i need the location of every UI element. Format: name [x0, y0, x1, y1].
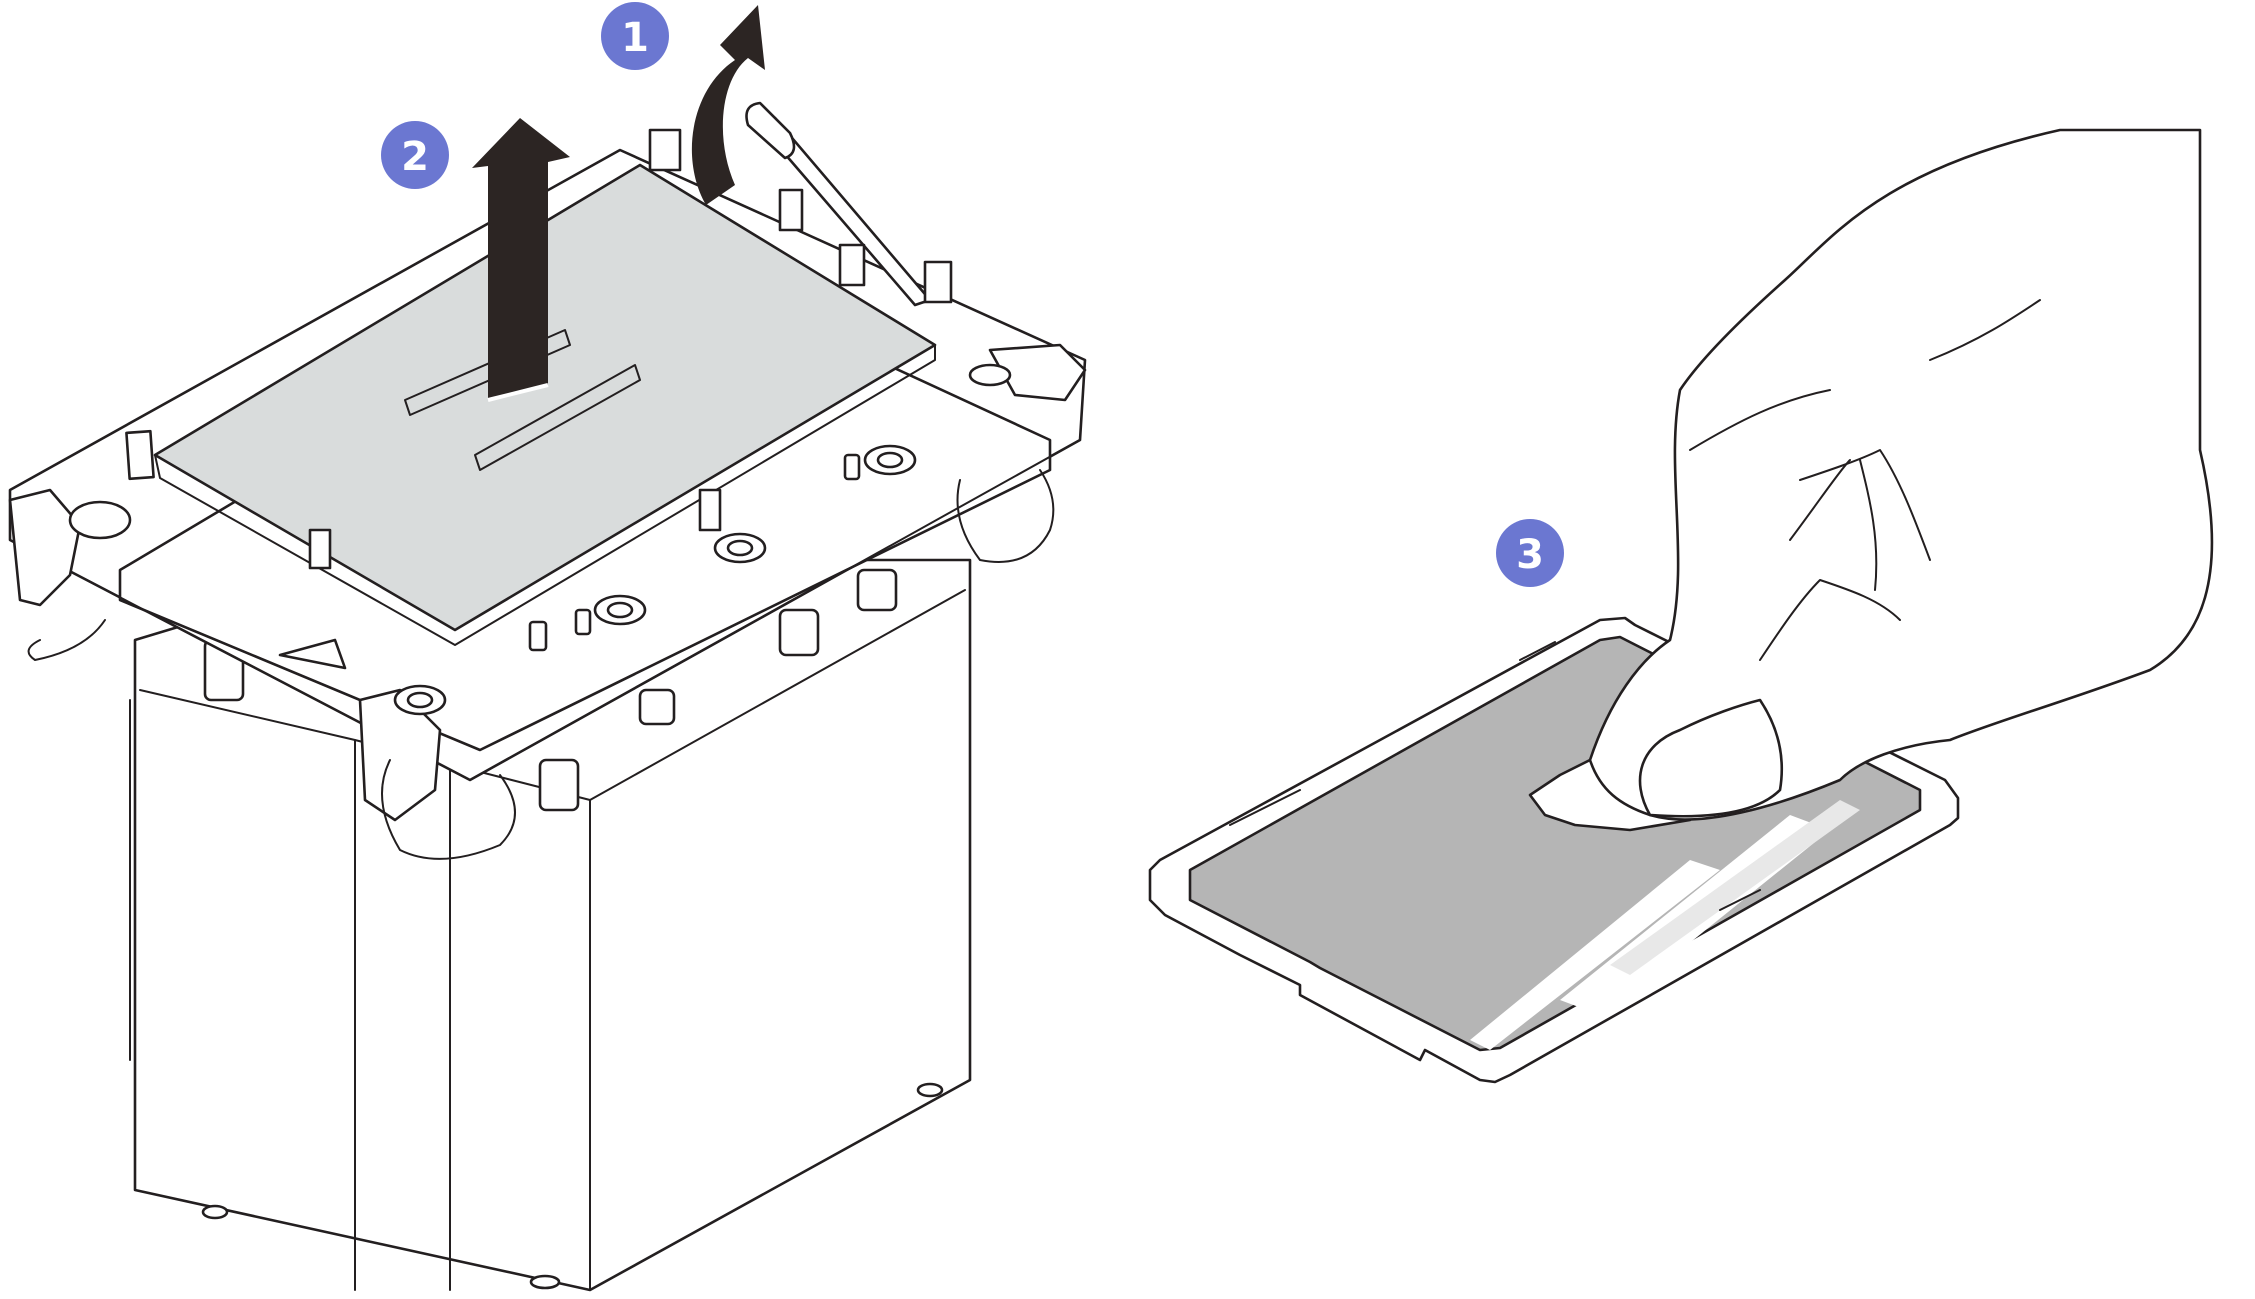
- release-handle: [648, 101, 953, 307]
- step-number-2: 2: [401, 134, 429, 180]
- step-badge-1: 1: [601, 2, 669, 70]
- heat-sink-assembly: [8, 101, 1087, 1292]
- step-badge-3: 3: [1496, 519, 1564, 587]
- step-number-3: 3: [1516, 532, 1544, 578]
- step-badge-2: 2: [381, 121, 449, 189]
- step-badge-3-circle: [1496, 519, 1564, 587]
- step-number-1: 1: [621, 15, 649, 61]
- cleaning-scene: [1148, 128, 2214, 1084]
- lift-processor-arrow: [472, 118, 570, 402]
- processor: [125, 163, 937, 646]
- hand: [1588, 128, 2214, 821]
- lift-handle-arrow: [691, 5, 765, 205]
- step-badge-1-circle: [601, 2, 669, 70]
- step-badge-2-circle: [381, 121, 449, 189]
- thumb: [1638, 698, 1784, 818]
